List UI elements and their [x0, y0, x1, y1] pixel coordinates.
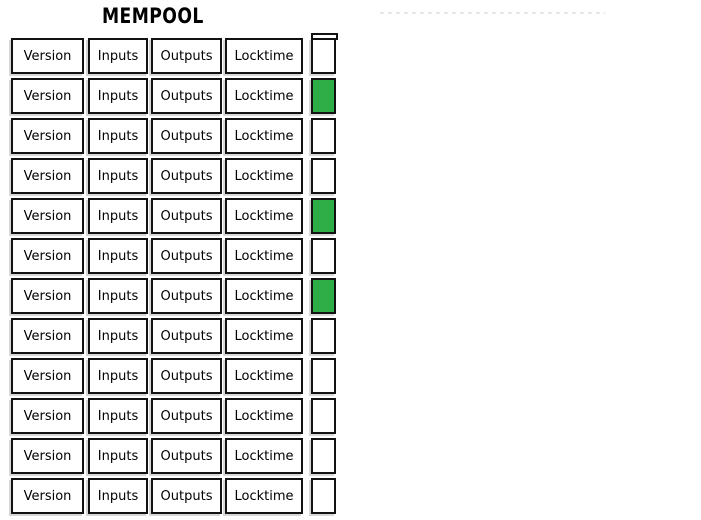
tx-flag-box: [311, 478, 336, 514]
tx-locktime-box: Locktime: [225, 398, 303, 434]
stray-stroke-mark: [311, 33, 338, 40]
tx-locktime-box: Locktime: [225, 278, 303, 314]
tx-locktime-box: Locktime: [225, 358, 303, 394]
tx-inputs-box: Inputs: [88, 398, 148, 434]
tx-locktime-box: Locktime: [225, 118, 303, 154]
tx-inputs-box: Inputs: [88, 478, 148, 514]
tx-inputs-box: Inputs: [88, 278, 148, 314]
tx-version-box: Version: [11, 118, 84, 154]
tx-version-box: Version: [11, 198, 84, 234]
tx-locktime-box: Locktime: [225, 78, 303, 114]
tx-locktime-box: Locktime: [225, 38, 303, 74]
tx-flag-box: [311, 198, 336, 234]
tx-flag-box: [311, 318, 336, 354]
tx-locktime-box: Locktime: [225, 318, 303, 354]
tx-outputs-box: Outputs: [151, 438, 222, 474]
tx-outputs-box: Outputs: [151, 318, 222, 354]
tx-version-box: Version: [11, 278, 84, 314]
tx-locktime-box: Locktime: [225, 158, 303, 194]
tx-outputs-box: Outputs: [151, 398, 222, 434]
tx-locktime-box: Locktime: [225, 198, 303, 234]
tx-inputs-box: Inputs: [88, 318, 148, 354]
dashed-divider-line: [380, 12, 605, 14]
tx-flag-box: [311, 358, 336, 394]
tx-inputs-box: Inputs: [88, 198, 148, 234]
tx-flag-box: [311, 78, 336, 114]
tx-locktime-box: Locktime: [225, 238, 303, 274]
tx-flag-box: [311, 278, 336, 314]
tx-outputs-box: Outputs: [151, 278, 222, 314]
tx-locktime-box: Locktime: [225, 438, 303, 474]
tx-inputs-box: Inputs: [88, 358, 148, 394]
tx-flag-box: [311, 398, 336, 434]
tx-flag-box: [311, 158, 336, 194]
tx-inputs-box: Inputs: [88, 118, 148, 154]
tx-version-box: Version: [11, 438, 84, 474]
tx-outputs-box: Outputs: [151, 198, 222, 234]
tx-version-box: Version: [11, 318, 84, 354]
tx-flag-box: [311, 238, 336, 274]
tx-outputs-box: Outputs: [151, 478, 222, 514]
tx-outputs-box: Outputs: [151, 118, 222, 154]
tx-outputs-box: Outputs: [151, 238, 222, 274]
tx-outputs-box: Outputs: [151, 38, 222, 74]
tx-version-box: Version: [11, 38, 84, 74]
tx-flag-box: [311, 118, 336, 154]
tx-version-box: Version: [11, 78, 84, 114]
tx-version-box: Version: [11, 158, 84, 194]
tx-outputs-box: Outputs: [151, 78, 222, 114]
tx-inputs-box: Inputs: [88, 78, 148, 114]
tx-version-box: Version: [11, 398, 84, 434]
tx-inputs-box: Inputs: [88, 38, 148, 74]
tx-version-box: Version: [11, 478, 84, 514]
tx-outputs-box: Outputs: [151, 158, 222, 194]
tx-outputs-box: Outputs: [151, 358, 222, 394]
tx-version-box: Version: [11, 238, 84, 274]
tx-flag-box: [311, 38, 336, 74]
tx-flag-box: [311, 438, 336, 474]
tx-locktime-box: Locktime: [225, 478, 303, 514]
tx-version-box: Version: [11, 358, 84, 394]
tx-inputs-box: Inputs: [88, 238, 148, 274]
tx-inputs-box: Inputs: [88, 438, 148, 474]
mempool-title: MEMPOOL: [102, 4, 204, 28]
tx-inputs-box: Inputs: [88, 158, 148, 194]
